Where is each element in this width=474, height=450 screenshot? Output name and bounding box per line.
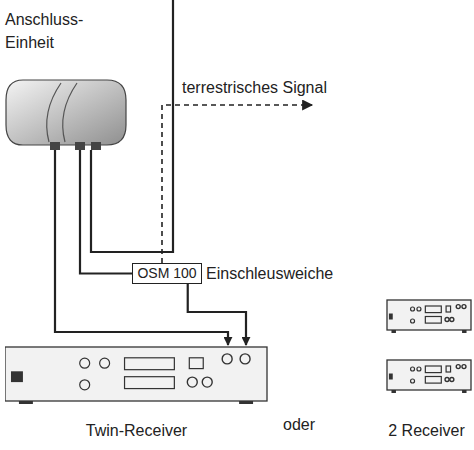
annotation-label: oder [283,415,315,435]
coax-cable [188,284,246,345]
f-connector [450,378,454,382]
usb-port [446,306,450,312]
scart-socket [425,377,441,384]
receiver-foot [19,401,33,404]
receiver-body [387,300,471,330]
scart-socket [125,358,175,370]
unit-port [50,142,60,150]
usb-port [189,358,203,369]
f-connector [222,354,232,364]
f-connector [240,354,250,364]
f-connector [462,365,466,369]
annotation-label: terrestrisches Signal [182,78,327,98]
f-connector [450,318,454,322]
receiver-body [5,347,267,401]
power-switch [389,314,393,320]
f-connector [445,378,449,382]
coax-cable [55,150,228,345]
jack [411,367,415,371]
node-label: 2 Receiver [388,419,464,442]
f-connector [462,305,466,309]
receiver-foot [239,401,253,404]
receiver-pair: 2 Receiver [380,298,473,442]
f-connector [456,305,460,309]
housing-groove [47,83,77,142]
jack [80,358,90,368]
node-label: OSM 100 [137,265,196,282]
connection-unit: Anschluss- Einheit [5,8,130,150]
f-connector [187,377,197,387]
jack [80,380,90,390]
connection-unit-drawing [5,8,130,150]
power-switch [389,374,393,380]
power-switch [11,371,23,382]
diplexer-box: OSM 100 [132,263,201,284]
annotation-label: Einschleusweiche [206,264,333,284]
receiver-foot [462,390,466,393]
coax-cable [80,150,132,274]
receiver-foot [391,390,395,393]
scart-socket [425,317,441,324]
jack [411,379,415,383]
jack [411,307,415,311]
receiver-foot [391,330,395,333]
twin-receiver: Twin-Receiver [5,345,268,442]
unit-port [91,142,101,150]
scart-socket [425,366,441,373]
node-label: Anschluss- Einheit [5,8,105,54]
jack [417,367,421,371]
jack [417,307,421,311]
scart-socket [125,377,175,389]
unit-housing [6,80,126,145]
receiver-foot [462,330,466,333]
f-connector [445,318,449,322]
f-connector [456,365,460,369]
f-connector [202,377,212,387]
jack [411,319,415,323]
jack [100,358,110,368]
receiver-pair-drawing [380,298,473,442]
usb-port [446,366,450,372]
scart-socket [425,306,441,313]
node-label: Twin-Receiver [86,419,187,442]
terrestrial-signal-arrow [162,105,312,263]
unit-port [75,142,85,150]
receiver-body [387,360,471,390]
